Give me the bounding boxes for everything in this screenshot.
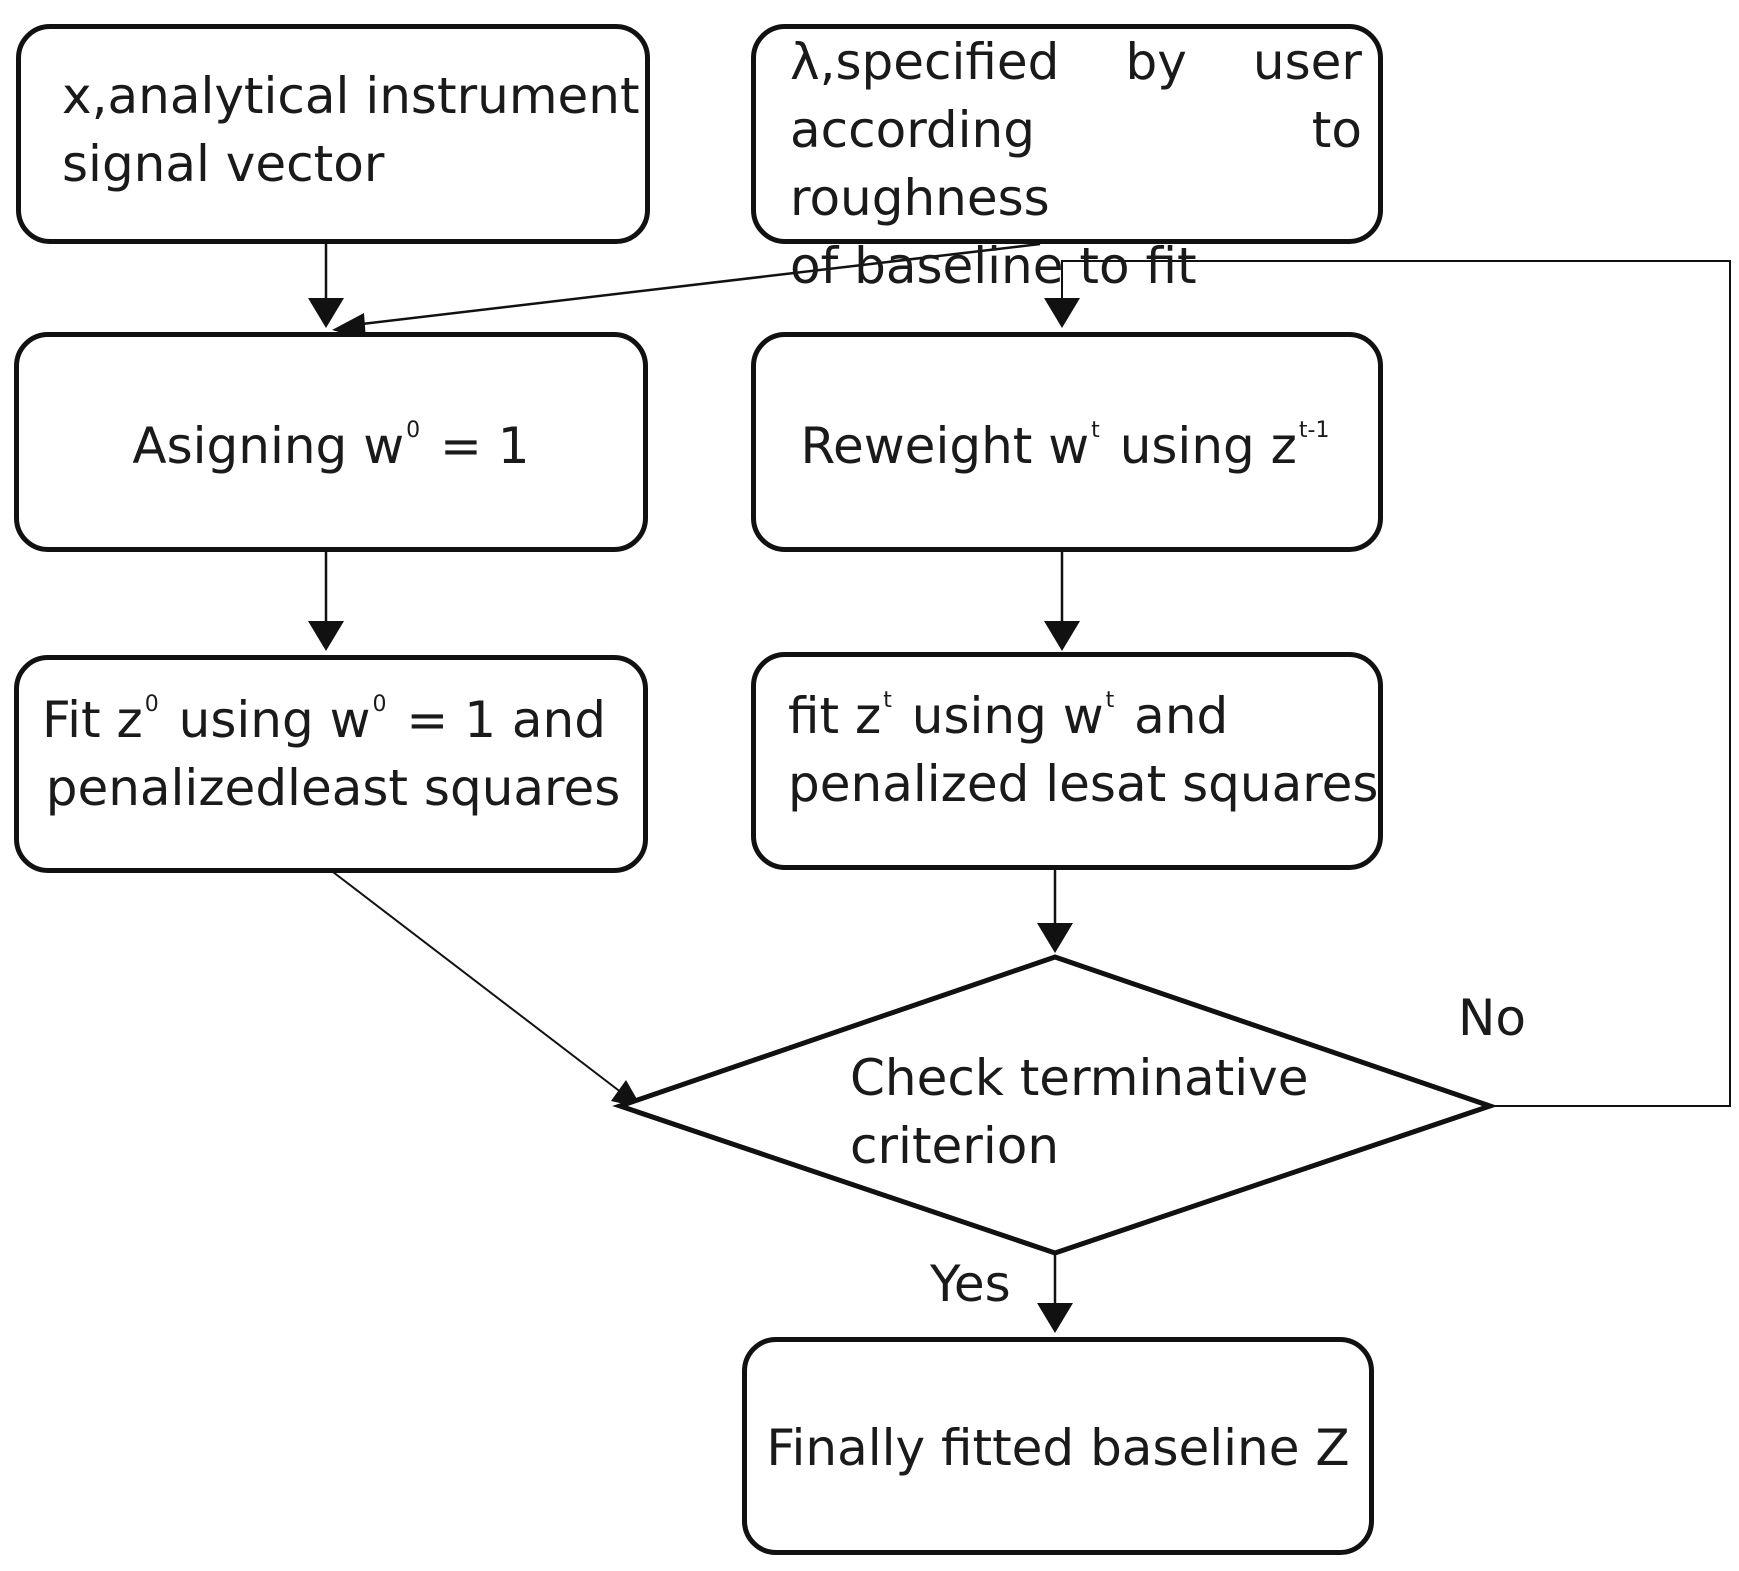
arrow-reweight-to-fit: [1044, 552, 1080, 651]
fit-initial-line1: Fit z0 using w0 = 1 and: [42, 686, 624, 754]
node-assign-weights: [14, 332, 648, 552]
node-fit-initial-text: Fit z0 using w0 = 1 and penalizedleast s…: [42, 686, 624, 822]
fit-iter-l1a: fit z: [788, 687, 882, 745]
node-fit-iterative-text: fit zt using wt and penalized lesat squa…: [788, 682, 1379, 818]
node-assign-weights-text: Asigning w0 = 1: [14, 412, 648, 480]
node-fit-iterative: [751, 652, 1383, 870]
decision-diamond: [612, 954, 1498, 1256]
fit-iter-l1c: and: [1118, 687, 1229, 745]
reweight-text-b: using z: [1103, 417, 1297, 475]
decision-line2: criterion: [850, 1117, 1060, 1175]
node-input-signal-line2: signal vector: [62, 135, 385, 193]
fit-iter-sup1: t: [883, 688, 892, 713]
edge-label-no: No: [1458, 989, 1526, 1047]
node-input-signal-text: x,analytical instrument signal vector: [62, 62, 640, 198]
node-input-lambda: [751, 24, 1383, 244]
node-input-lambda-line2: according to roughness: [790, 101, 1362, 227]
node-reweight-text: Reweight wt using zt-1: [751, 412, 1383, 480]
fit-initial-sup1: 0: [144, 692, 159, 717]
fit-initial-line2: penalizedleast squares: [45, 759, 621, 817]
fit-iter-line2: penalized lesat squares: [788, 755, 1379, 813]
arrow-no-loop-to-reweight: [1044, 260, 1731, 1107]
node-final-baseline: [742, 1337, 1374, 1555]
node-reweight: [751, 332, 1383, 552]
node-fit-initial: [14, 655, 648, 873]
node-input-lambda-line3: of baseline to fit: [790, 237, 1197, 295]
arrow-fitinitial-to-decision: [332, 871, 642, 1108]
fit-iter-line1: fit zt using wt and: [788, 682, 1348, 750]
assign-sup: 0: [406, 418, 421, 443]
fit-initial-l1b: using w: [162, 691, 371, 749]
node-input-signal: [16, 24, 650, 244]
reweight-sup1: t: [1091, 418, 1100, 443]
fit-iter-l1b: using w: [895, 687, 1104, 745]
reweight-sup2: t-1: [1298, 418, 1330, 443]
assign-text-post: = 1: [424, 417, 530, 475]
fit-initial-sup2: 0: [372, 692, 387, 717]
node-input-lambda-text: λ,specified by user according to roughne…: [790, 28, 1362, 300]
fit-iter-sup2: t: [1105, 688, 1115, 713]
node-final-baseline-text: Finally fitted baseline Z: [766, 1419, 1350, 1477]
node-input-lambda-line1: λ,specified by user: [790, 33, 1362, 91]
reweight-text-a: Reweight w: [800, 417, 1090, 475]
arrow-signal-to-assign: [308, 244, 344, 328]
decision-text: Check terminative criterion: [850, 1044, 1309, 1180]
fit-initial-l1a: Fit z: [42, 691, 143, 749]
edge-label-yes: Yes: [930, 1255, 1011, 1313]
decision-line1: Check terminative: [850, 1049, 1309, 1107]
arrow-decision-to-final: [1037, 1253, 1073, 1333]
arrow-fititer-to-decision: [1037, 870, 1073, 953]
fit-initial-l1c: = 1 and: [390, 691, 606, 749]
assign-text-pre: Asigning w: [132, 417, 405, 475]
node-input-signal-line1: x,analytical instrument: [62, 67, 640, 125]
arrow-assign-to-fit: [308, 552, 344, 651]
